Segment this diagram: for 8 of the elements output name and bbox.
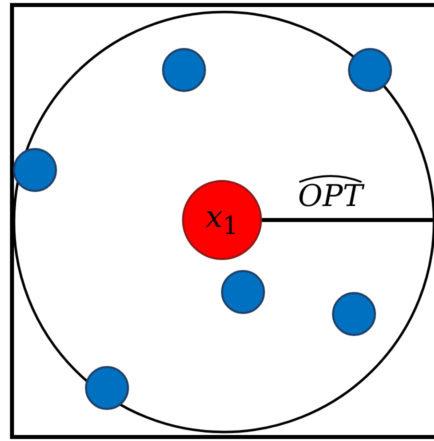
variable-label: x$_{1}$ bbox=[206, 202, 238, 238]
dot bbox=[162, 48, 206, 92]
dot bbox=[348, 48, 392, 92]
radius-label: OPT bbox=[298, 179, 363, 214]
dot bbox=[221, 270, 265, 314]
dot bbox=[85, 366, 129, 410]
dot bbox=[13, 148, 57, 192]
dot bbox=[332, 292, 376, 336]
